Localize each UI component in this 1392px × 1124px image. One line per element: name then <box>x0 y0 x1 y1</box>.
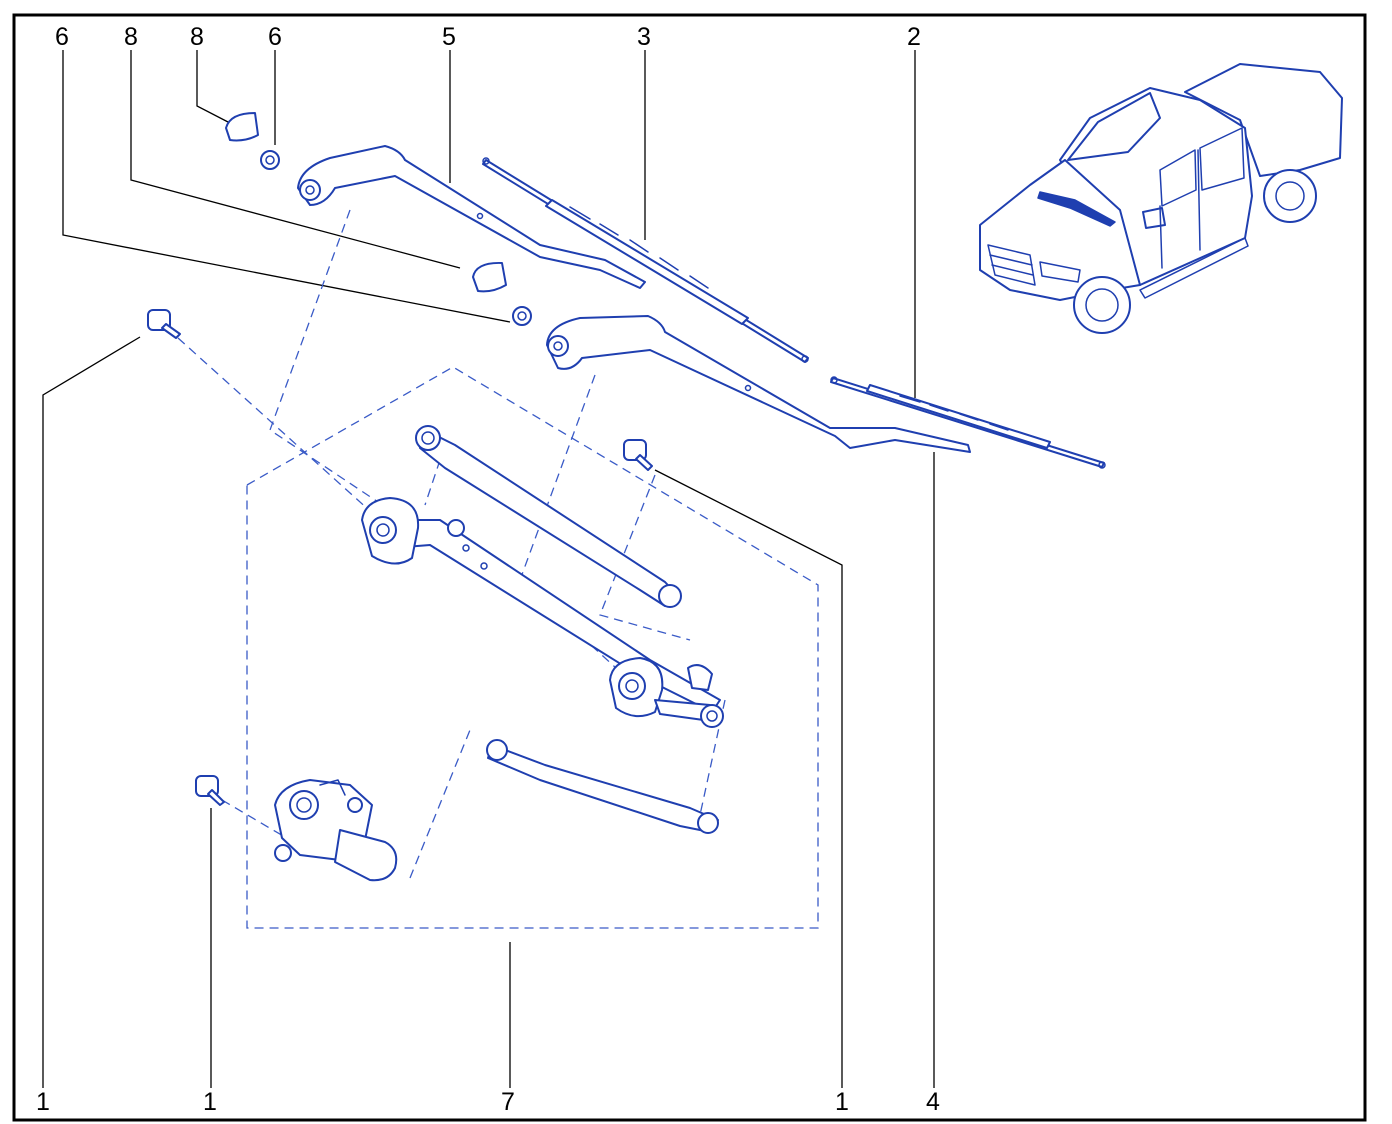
align-rod-upper <box>424 459 441 506</box>
leader-1-a <box>42 336 141 1088</box>
wiper-blade-right <box>830 376 1106 469</box>
leader-8-a <box>130 50 461 269</box>
callout-labels: 6 8 8 6 5 3 2 1 1 7 1 4 <box>36 23 940 1116</box>
left-pivot-housing <box>361 497 488 570</box>
align-bolt-1b <box>221 799 291 841</box>
pivot-nut-lower <box>512 306 532 326</box>
linkage-assembly-boundary <box>246 366 819 929</box>
align-motor-rod <box>409 729 471 879</box>
align-left-arm <box>269 209 631 671</box>
callout-5: 5 <box>442 23 456 51</box>
lower-link-rod <box>487 744 719 833</box>
right-pivot-housing <box>609 657 724 728</box>
wiper-arm-left <box>297 145 646 289</box>
wiper-blade-left <box>482 157 809 363</box>
callout-6-top-left: 6 <box>55 23 69 51</box>
bolt-lower-left <box>195 775 225 806</box>
wiper-motor <box>274 779 398 882</box>
callout-1-bottom-right: 1 <box>835 1088 849 1116</box>
callout-6-top: 6 <box>268 23 282 51</box>
pivot-nut-upper <box>260 150 280 170</box>
bolt-upper-left <box>147 309 181 339</box>
wiper-arm-right <box>546 315 971 453</box>
callout-1-bottom-left: 1 <box>36 1088 50 1116</box>
bolt-upper-right <box>623 439 653 471</box>
align-bolt-1c <box>599 474 691 641</box>
callout-7: 7 <box>501 1088 515 1116</box>
callout-3: 3 <box>637 23 651 51</box>
callout-4: 4 <box>926 1088 940 1116</box>
main-frame-tube <box>391 519 721 713</box>
diagram-frame <box>12 13 1367 1122</box>
wiper-linkage-assembly <box>274 425 724 882</box>
callout-2: 2 <box>907 23 921 51</box>
pivot-cap-upper <box>225 112 259 142</box>
leader-6-a <box>62 50 511 323</box>
pivot-cap-lower <box>472 261 507 293</box>
pickup-truck-illustration <box>979 63 1343 334</box>
align-bolt-1a <box>177 337 381 521</box>
leader-1-c <box>654 469 843 1088</box>
callout-1-bottom-center-left: 1 <box>203 1088 217 1116</box>
callout-8-top-left: 8 <box>124 23 138 51</box>
leader-lines <box>42 50 935 1088</box>
leader-8-b <box>196 50 229 123</box>
callout-8-top: 8 <box>190 23 204 51</box>
